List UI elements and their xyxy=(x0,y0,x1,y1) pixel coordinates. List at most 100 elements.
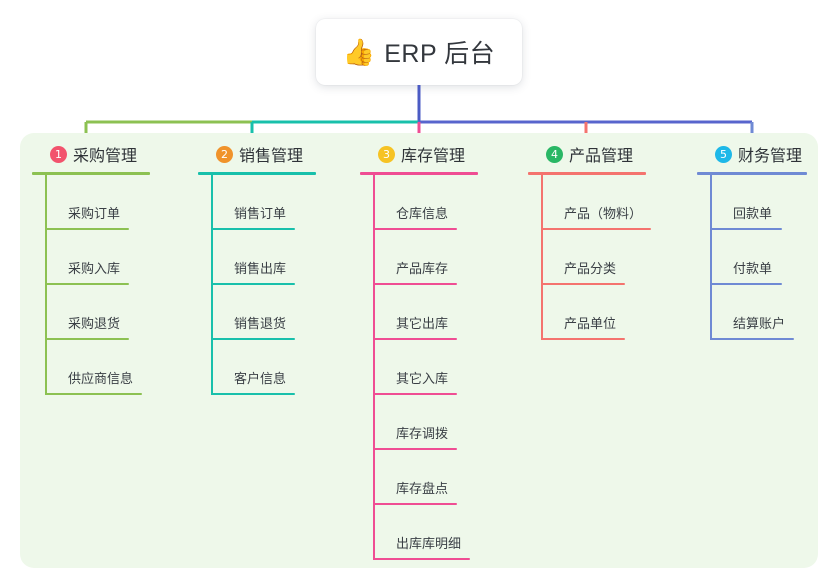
leaf-item-rule xyxy=(373,503,457,505)
column-spine-1 xyxy=(45,175,47,395)
leaf-item[interactable]: 其它出库 xyxy=(360,285,520,340)
leaf-item-label: 其它入库 xyxy=(396,371,449,386)
leaf-item[interactable]: 销售出库 xyxy=(198,230,348,285)
leaf-item[interactable]: 产品（物料） xyxy=(528,175,693,230)
thumbs-up-icon: 👍 xyxy=(342,37,376,67)
leaf-item-rule xyxy=(45,393,142,395)
leaf-item-label: 销售出库 xyxy=(234,261,287,276)
leaf-item[interactable]: 结算账户 xyxy=(697,285,822,340)
leaf-item[interactable]: 库存调拨 xyxy=(360,395,520,450)
column-badge-1: 1 xyxy=(50,145,67,163)
leaf-item[interactable]: 付款单 xyxy=(697,230,822,285)
leaf-item-rule xyxy=(541,228,651,230)
leaf-item[interactable]: 仓库信息 xyxy=(360,175,520,230)
leaf-item-rule xyxy=(373,393,457,395)
column-4: 4 产品管理产品（物料） 产品分类产品单位 xyxy=(528,142,693,340)
column-2: 2 销售管理销售订单销售出库销售退货客户信息 xyxy=(198,142,348,395)
column-badge-2: 2 xyxy=(216,145,233,163)
column-badge-4: 4 xyxy=(546,145,563,163)
leaf-item-label: 仓库信息 xyxy=(396,206,449,221)
leaf-item[interactable]: 产品库存 xyxy=(360,230,520,285)
leaf-item-label: 产品（物料） xyxy=(564,206,643,221)
leaf-item[interactable]: 供应商信息 xyxy=(32,340,182,395)
column-title-4: 产品管理 xyxy=(569,148,634,165)
column-items-5: 回款单付款单结算账户 xyxy=(697,175,822,340)
column-title-3: 库存管理 xyxy=(401,148,466,165)
column-items-4: 产品（物料） 产品分类产品单位 xyxy=(528,175,693,340)
leaf-item-rule xyxy=(211,283,295,285)
leaf-item-label: 采购订单 xyxy=(68,206,121,221)
leaf-item-rule xyxy=(211,338,295,340)
leaf-item-label: 其它出库 xyxy=(396,316,449,331)
leaf-item[interactable]: 其它入库 xyxy=(360,340,520,395)
column-header-3[interactable]: 3 库存管理 xyxy=(360,142,520,166)
root-node-title: ERP 后台 xyxy=(384,40,496,68)
column-badge-3: 3 xyxy=(378,145,395,163)
leaf-item-label: 付款单 xyxy=(733,261,773,276)
leaf-item-rule xyxy=(45,228,129,230)
leaf-item-rule xyxy=(373,228,457,230)
column-items-1: 采购订单采购入库采购退货供应商信息 xyxy=(32,175,182,395)
leaf-item-label: 采购退货 xyxy=(68,316,121,331)
leaf-item[interactable]: 销售退货 xyxy=(198,285,348,340)
leaf-item[interactable]: 采购退货 xyxy=(32,285,182,340)
leaf-item-label: 产品库存 xyxy=(396,261,449,276)
leaf-item-rule xyxy=(211,228,295,230)
column-title-2: 销售管理 xyxy=(239,148,304,165)
leaf-item-rule xyxy=(541,283,625,285)
leaf-item[interactable]: 产品单位 xyxy=(528,285,693,340)
column-header-2[interactable]: 2 销售管理 xyxy=(198,142,348,166)
leaf-item[interactable]: 出库库明细 xyxy=(360,505,520,560)
column-header-4[interactable]: 4 产品管理 xyxy=(528,142,693,166)
column-spine-5 xyxy=(710,175,712,340)
column-title-5: 财务管理 xyxy=(738,148,803,165)
leaf-item-label: 采购入库 xyxy=(68,261,121,276)
leaf-item[interactable]: 客户信息 xyxy=(198,340,348,395)
root-node-card[interactable]: 👍 ERP 后台 xyxy=(316,19,522,85)
column-3: 3 库存管理仓库信息产品库存其它出库其它入库库存调拨库存盘点出库库明细 xyxy=(360,142,520,560)
leaf-item-label: 产品单位 xyxy=(564,316,617,331)
leaf-item-label: 客户信息 xyxy=(234,371,287,386)
leaf-item[interactable]: 产品分类 xyxy=(528,230,693,285)
leaf-item-label: 结算账户 xyxy=(733,316,786,331)
leaf-item-rule xyxy=(373,448,457,450)
leaf-item-rule xyxy=(710,228,782,230)
column-badge-5: 5 xyxy=(715,145,732,163)
leaf-item[interactable]: 采购订单 xyxy=(32,175,182,230)
leaf-item[interactable]: 采购入库 xyxy=(32,230,182,285)
column-header-rule-2 xyxy=(198,172,316,175)
leaf-item-label: 出库库明细 xyxy=(396,536,462,551)
column-header-5[interactable]: 5 财务管理 xyxy=(697,142,822,166)
column-items-2: 销售订单销售出库销售退货客户信息 xyxy=(198,175,348,395)
column-header-rule-4 xyxy=(528,172,646,175)
leaf-item-rule xyxy=(45,283,129,285)
column-5: 5 财务管理回款单付款单结算账户 xyxy=(697,142,822,340)
leaf-item-label: 回款单 xyxy=(733,206,773,221)
leaf-item-rule xyxy=(373,338,457,340)
leaf-item[interactable]: 回款单 xyxy=(697,175,822,230)
leaf-item-label: 产品分类 xyxy=(564,261,617,276)
column-header-1[interactable]: 1 采购管理 xyxy=(32,142,182,166)
leaf-item-label: 供应商信息 xyxy=(68,371,134,386)
leaf-item-label: 销售订单 xyxy=(234,206,287,221)
column-items-3: 仓库信息产品库存其它出库其它入库库存调拨库存盘点出库库明细 xyxy=(360,175,520,560)
column-title-1: 采购管理 xyxy=(73,148,138,165)
leaf-item-rule xyxy=(373,558,470,560)
column-spine-2 xyxy=(211,175,213,395)
leaf-item-rule xyxy=(373,283,457,285)
leaf-item-label: 销售退货 xyxy=(234,316,287,331)
leaf-item-rule xyxy=(710,338,794,340)
column-header-rule-5 xyxy=(697,172,807,175)
leaf-item[interactable]: 库存盘点 xyxy=(360,450,520,505)
column-spine-4 xyxy=(541,175,543,340)
column-header-rule-3 xyxy=(360,172,478,175)
leaf-item-rule xyxy=(710,283,782,285)
column-1: 1 采购管理采购订单采购入库采购退货供应商信息 xyxy=(32,142,182,395)
leaf-item-label: 库存调拨 xyxy=(396,426,449,441)
leaf-item-rule xyxy=(211,393,295,395)
leaf-item-rule xyxy=(541,338,625,340)
leaf-item-rule xyxy=(45,338,129,340)
leaf-item-label: 库存盘点 xyxy=(396,481,449,496)
leaf-item[interactable]: 销售订单 xyxy=(198,175,348,230)
